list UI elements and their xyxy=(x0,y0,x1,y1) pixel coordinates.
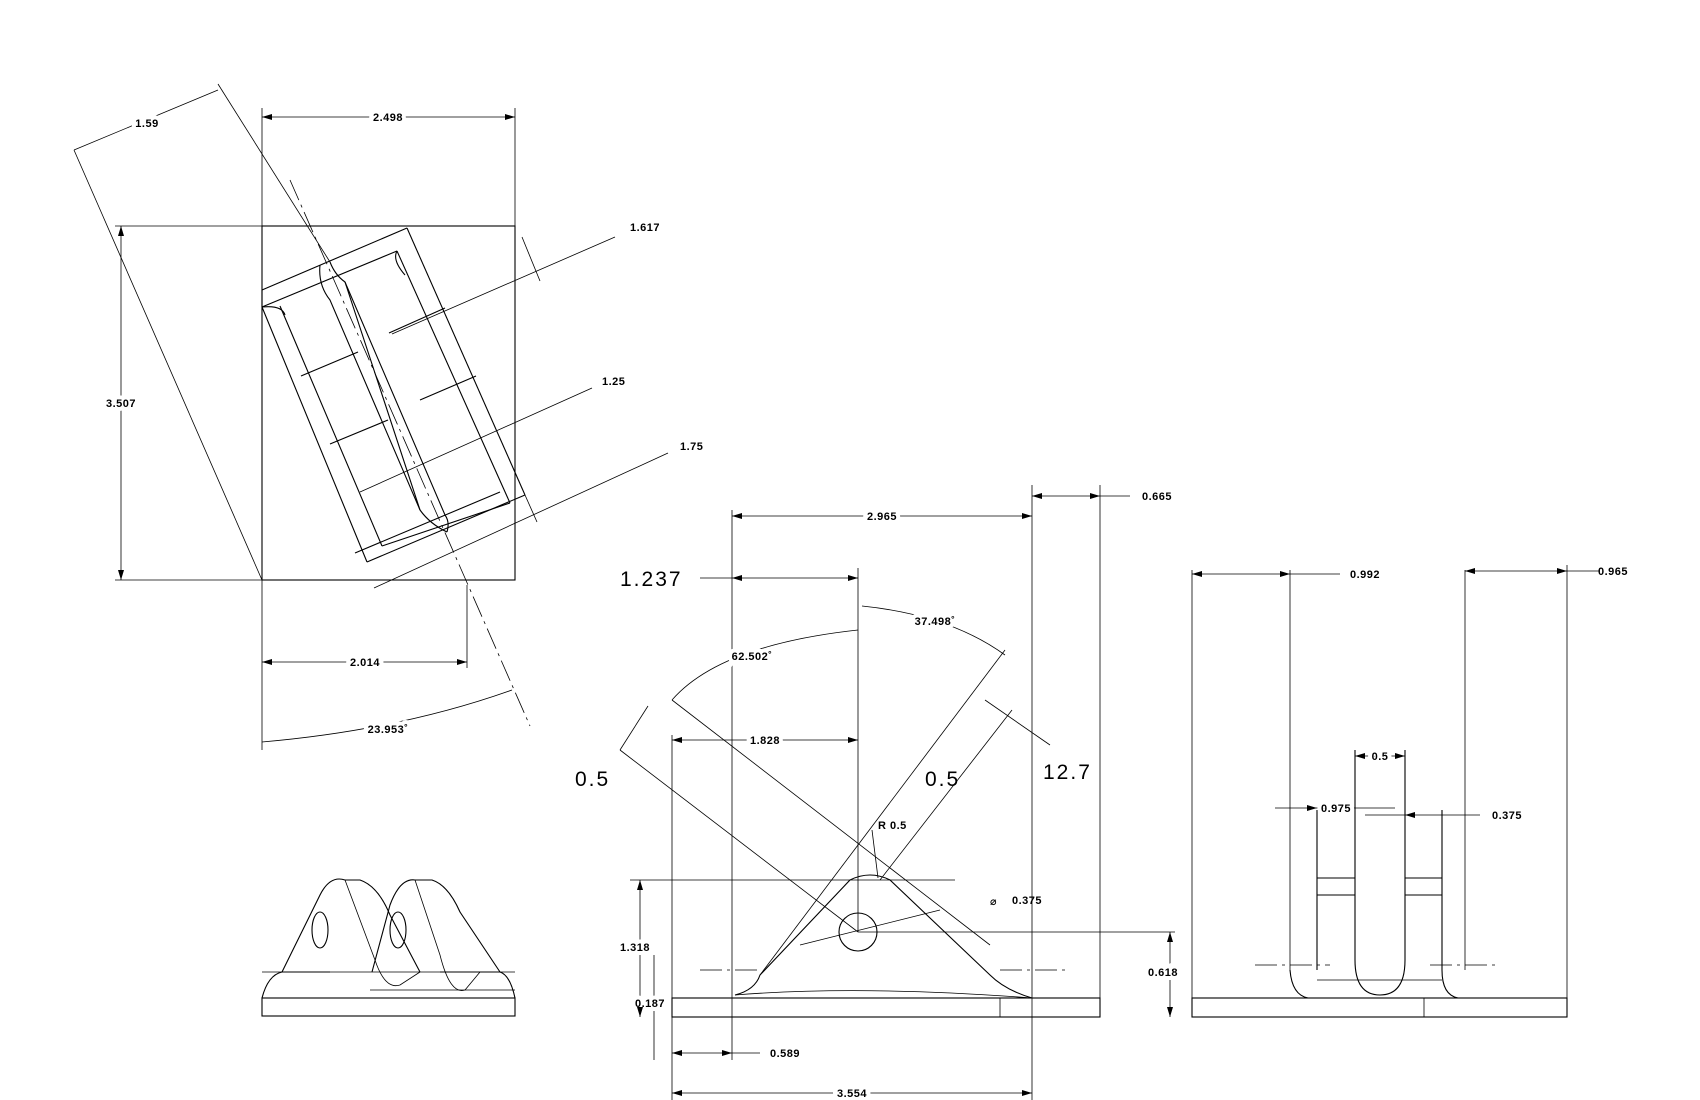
dim-front-left-offset: 0.589 xyxy=(770,1048,800,1060)
dim-front-thickness: 12.7 xyxy=(1043,761,1092,784)
top-view-outline xyxy=(261,225,516,581)
dim-front-overall: 3.554 xyxy=(837,1088,867,1100)
dim-top-rib3: 1.75 xyxy=(680,441,703,453)
dim-front-height: 1.318 xyxy=(620,942,650,954)
front-view: 2.965 0.665 1.237 62.502˚ 37.498˚ 0.5 0.… xyxy=(575,485,1182,1100)
dim-front-hole-height: 0.618 xyxy=(1148,967,1178,979)
dim-top-offset: 2.014 xyxy=(350,657,380,669)
dim-front-inner-x: 1.828 xyxy=(750,735,780,747)
iso-hole-1 xyxy=(311,911,329,949)
iso-lug-1 xyxy=(281,878,421,973)
side-left-wall xyxy=(1289,969,1320,999)
dim-front-width: 2.965 xyxy=(867,511,897,523)
dim-side-wall: 0.975 xyxy=(1321,803,1351,815)
dim-top-oblique: 1.59 xyxy=(135,118,158,130)
top-view-centerline xyxy=(289,179,531,727)
diameter-symbol-icon: ⌀ xyxy=(990,896,997,908)
dim-side-left-margin: 0.992 xyxy=(1350,569,1380,581)
dim-front-angle-right: 37.498˚ xyxy=(915,616,956,628)
dim-top-rib2: 1.25 xyxy=(602,376,625,388)
iso-lug-2 xyxy=(371,879,501,973)
side-center-slot xyxy=(1354,750,1406,996)
front-base-plate xyxy=(671,997,1101,1018)
dim-front-hole: 0.375 xyxy=(1012,895,1042,907)
side-right-wall xyxy=(1441,969,1470,999)
front-lug-profile xyxy=(734,874,1033,999)
dim-top-rib1: 1.617 xyxy=(630,222,660,234)
iso-view xyxy=(261,878,516,1017)
dim-front-angle-left: 62.502˚ xyxy=(732,651,773,663)
top-view: 2.498 3.507 1.59 1.617 1.25 1.75 2.014 2… xyxy=(73,83,703,750)
arrowheads xyxy=(118,114,1567,1096)
dim-side-right-margin: 0.965 xyxy=(1598,566,1628,578)
iso-base-plate xyxy=(261,997,516,1017)
dim-side-center: 0.375 xyxy=(1492,810,1522,822)
dim-front-radius: R 0.5 xyxy=(878,820,907,832)
dim-front-lug-right: 0.5 xyxy=(925,768,960,791)
dim-front-lug-left: 0.5 xyxy=(575,768,610,791)
iso-hole-2 xyxy=(389,911,407,949)
dim-top-angle: 23.953˚ xyxy=(368,724,409,736)
side-base-plate xyxy=(1191,997,1568,1018)
dim-side-slot: 0.5 xyxy=(1372,751,1389,763)
dim-top-width: 2.498 xyxy=(373,112,403,124)
dim-front-right-offset: 0.665 xyxy=(1142,491,1172,503)
dim-front-center-x: 1.237 xyxy=(620,568,683,591)
side-view: 0.992 0.965 0.5 0.975 0.375 xyxy=(1191,565,1628,1018)
dim-top-height: 3.507 xyxy=(106,398,136,410)
top-view-ribs xyxy=(261,227,526,563)
